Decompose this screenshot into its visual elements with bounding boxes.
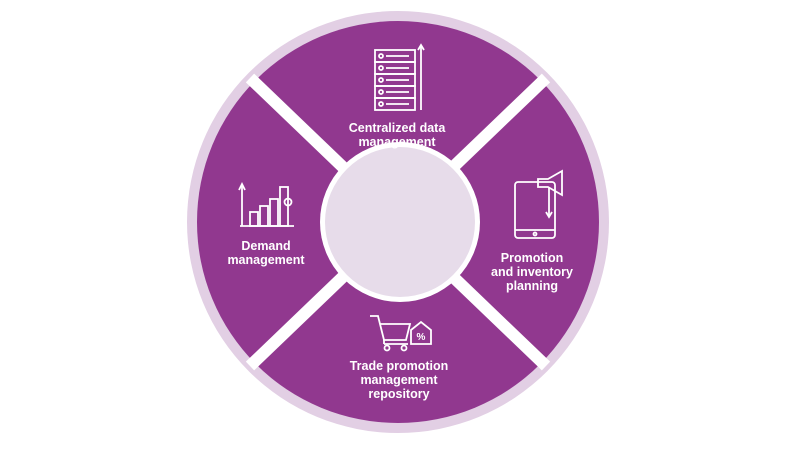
segment-dividers bbox=[245, 73, 551, 371]
divider-top-left bbox=[245, 73, 353, 177]
segment-label-centralized-data: Centralized data management bbox=[348, 121, 446, 149]
divider-top-right bbox=[443, 73, 551, 177]
tablet-megaphone-icon bbox=[514, 169, 563, 239]
server-stack-icon bbox=[374, 43, 425, 111]
svg-text:%: % bbox=[417, 332, 426, 343]
divider-bottom-left bbox=[245, 267, 353, 371]
segment-label-demand-management: Demand management bbox=[227, 239, 305, 267]
divider-bottom-right bbox=[443, 267, 551, 371]
center-circle bbox=[325, 147, 475, 297]
shopping-cart-tag-icon: % bbox=[370, 315, 432, 352]
bar-chart-icon bbox=[238, 181, 294, 227]
segment-label-promotion-planning: Promotion and inventory planning bbox=[491, 251, 573, 293]
segment-label-trade-promotion: Trade promotion management repository bbox=[349, 359, 449, 401]
